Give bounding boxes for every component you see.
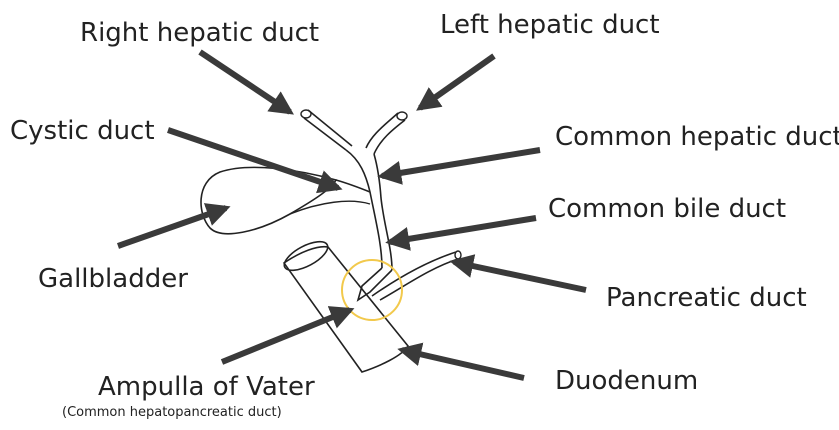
label-common-hepatic-duct: Common hepatic duct bbox=[555, 122, 839, 152]
label-ampulla-of-vater: Ampulla of Vater bbox=[98, 372, 315, 402]
label-pancreatic-duct: Pancreatic duct bbox=[606, 283, 807, 313]
arrow-cystic-duct bbox=[168, 130, 338, 188]
arrow-left-hepatic-duct bbox=[420, 56, 494, 108]
arrow-common-bile-duct bbox=[390, 218, 536, 242]
right-hepatic-duct-shape bbox=[304, 118, 346, 150]
arrow-duodenum bbox=[402, 350, 524, 378]
cystic-duct-shape bbox=[336, 180, 370, 192]
common-bile-duct-shape bbox=[374, 154, 392, 270]
arrow-pancreatic-duct bbox=[454, 262, 586, 290]
label-left-hepatic-duct: Left hepatic duct bbox=[440, 10, 660, 40]
arrow-ampulla bbox=[222, 310, 350, 362]
label-ampulla-subtitle: (Common hepatopancreatic duct) bbox=[62, 405, 282, 421]
arrow-right-hepatic-duct bbox=[200, 52, 290, 112]
duodenum-opening bbox=[280, 236, 332, 276]
label-common-bile-duct: Common bile duct bbox=[548, 194, 786, 224]
label-right-hepatic-duct: Right hepatic duct bbox=[80, 18, 319, 48]
pancreatic-duct-shape bbox=[372, 252, 456, 296]
arrow-common-hepatic-duct bbox=[382, 150, 540, 176]
pointer-arrows bbox=[118, 52, 586, 378]
label-gallbladder: Gallbladder bbox=[38, 264, 188, 294]
label-cystic-duct: Cystic duct bbox=[10, 116, 155, 146]
label-duodenum: Duodenum bbox=[555, 366, 698, 396]
left-hepatic-duct-shape-2 bbox=[374, 120, 405, 154]
right-hepatic-duct-shape-2 bbox=[308, 110, 352, 146]
